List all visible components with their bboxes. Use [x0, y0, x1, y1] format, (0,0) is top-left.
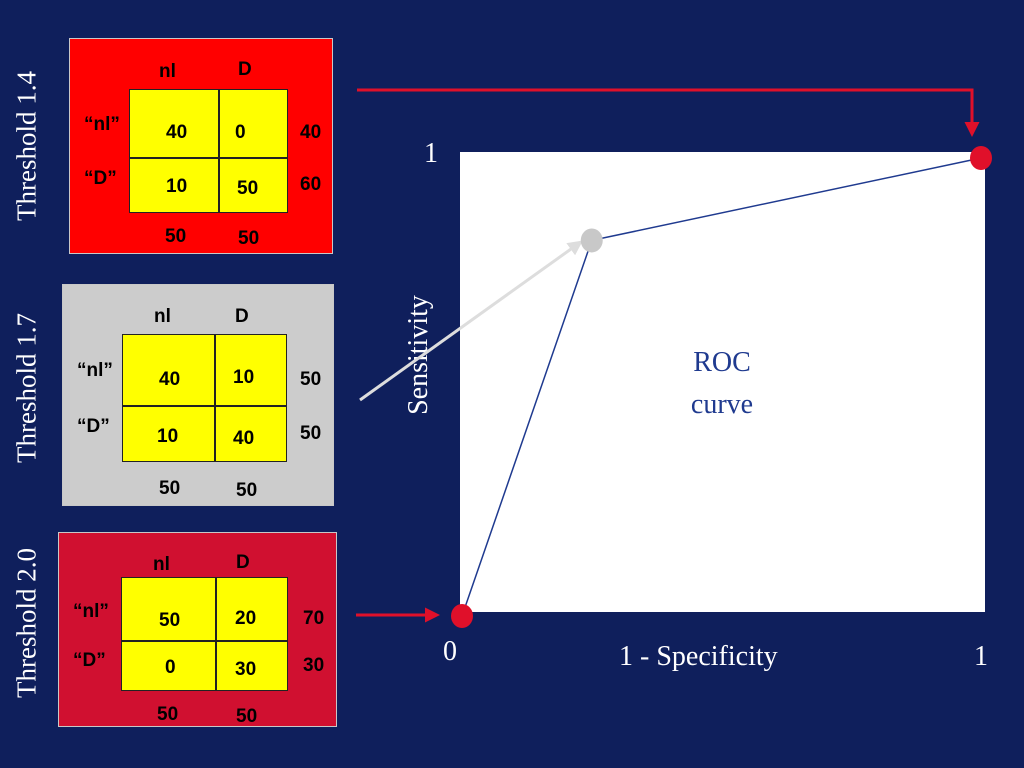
row-label-nl: “nl”: [73, 601, 109, 622]
col-total: 50: [165, 226, 187, 247]
row-label-nl: “nl”: [84, 114, 120, 135]
col-total: 50: [236, 480, 258, 501]
contingency-panel-1: nl D “nl” “D” 40 0 10 50 40 60 50 50: [69, 38, 333, 254]
roc-curve-label-line1: ROC: [693, 347, 751, 378]
col-total: 50: [236, 706, 258, 727]
cell-value: 40: [166, 122, 188, 143]
y-tick-1: 1: [424, 138, 438, 169]
col-header-nl: nl: [159, 61, 176, 82]
cell-value: 10: [157, 426, 179, 447]
col-total: 50: [238, 228, 260, 249]
roc-point-1: [451, 604, 473, 628]
row-label-nl: “nl”: [77, 360, 113, 381]
contingency-panel-3: nl D “nl” “D” 50 20 0 30 70 30 50 50: [58, 532, 337, 727]
cell-value: 50: [237, 178, 259, 199]
cell-value: 0: [235, 122, 246, 143]
row-total: 50: [300, 369, 322, 390]
col-total: 50: [157, 704, 179, 725]
contingency-grid: 40 0 10 50: [129, 89, 288, 213]
roc-curve-line: [461, 157, 982, 617]
cell-value: 0: [165, 657, 176, 678]
contingency-grid: 50 20 0 30: [121, 577, 288, 691]
origin-tick-0: 0: [443, 636, 457, 667]
cell-value: 10: [166, 176, 188, 197]
contingency-grid: 40 10 10 40: [122, 334, 287, 462]
row-total: 50: [300, 423, 322, 444]
arrow-threshold-1-7: [359, 240, 583, 402]
row-label-d: “D”: [77, 416, 110, 437]
row-total: 30: [303, 655, 325, 676]
x-axis-label: 1 - Specificity: [619, 641, 778, 672]
row-total: 60: [300, 174, 322, 195]
col-header-nl: nl: [154, 306, 171, 327]
row-label-d: “D”: [73, 650, 106, 671]
cell-value: 50: [159, 610, 181, 631]
x-tick-1: 1: [974, 641, 988, 672]
cell-value: 40: [233, 428, 255, 449]
row-label-d: “D”: [84, 168, 117, 189]
col-header-d: D: [238, 59, 252, 80]
col-header-d: D: [235, 306, 249, 327]
cell-value: 40: [159, 369, 181, 390]
roc-point-3: [970, 146, 992, 170]
row-total: 70: [303, 608, 325, 629]
col-header-d: D: [236, 552, 250, 573]
cell-value: 10: [233, 367, 255, 388]
arrow-threshold-1-4: [357, 88, 980, 137]
contingency-panel-2: nl D “nl” “D” 40 10 10 40 50 50 50 50: [62, 284, 334, 506]
roc-point-2: [580, 228, 603, 253]
col-header-nl: nl: [153, 554, 170, 575]
cell-value: 30: [235, 659, 257, 680]
roc-plot-area: [460, 152, 985, 612]
roc-curve-label-line2: curve: [690, 389, 754, 420]
row-total: 40: [300, 122, 322, 143]
cell-value: 20: [235, 608, 257, 629]
col-total: 50: [159, 478, 181, 499]
